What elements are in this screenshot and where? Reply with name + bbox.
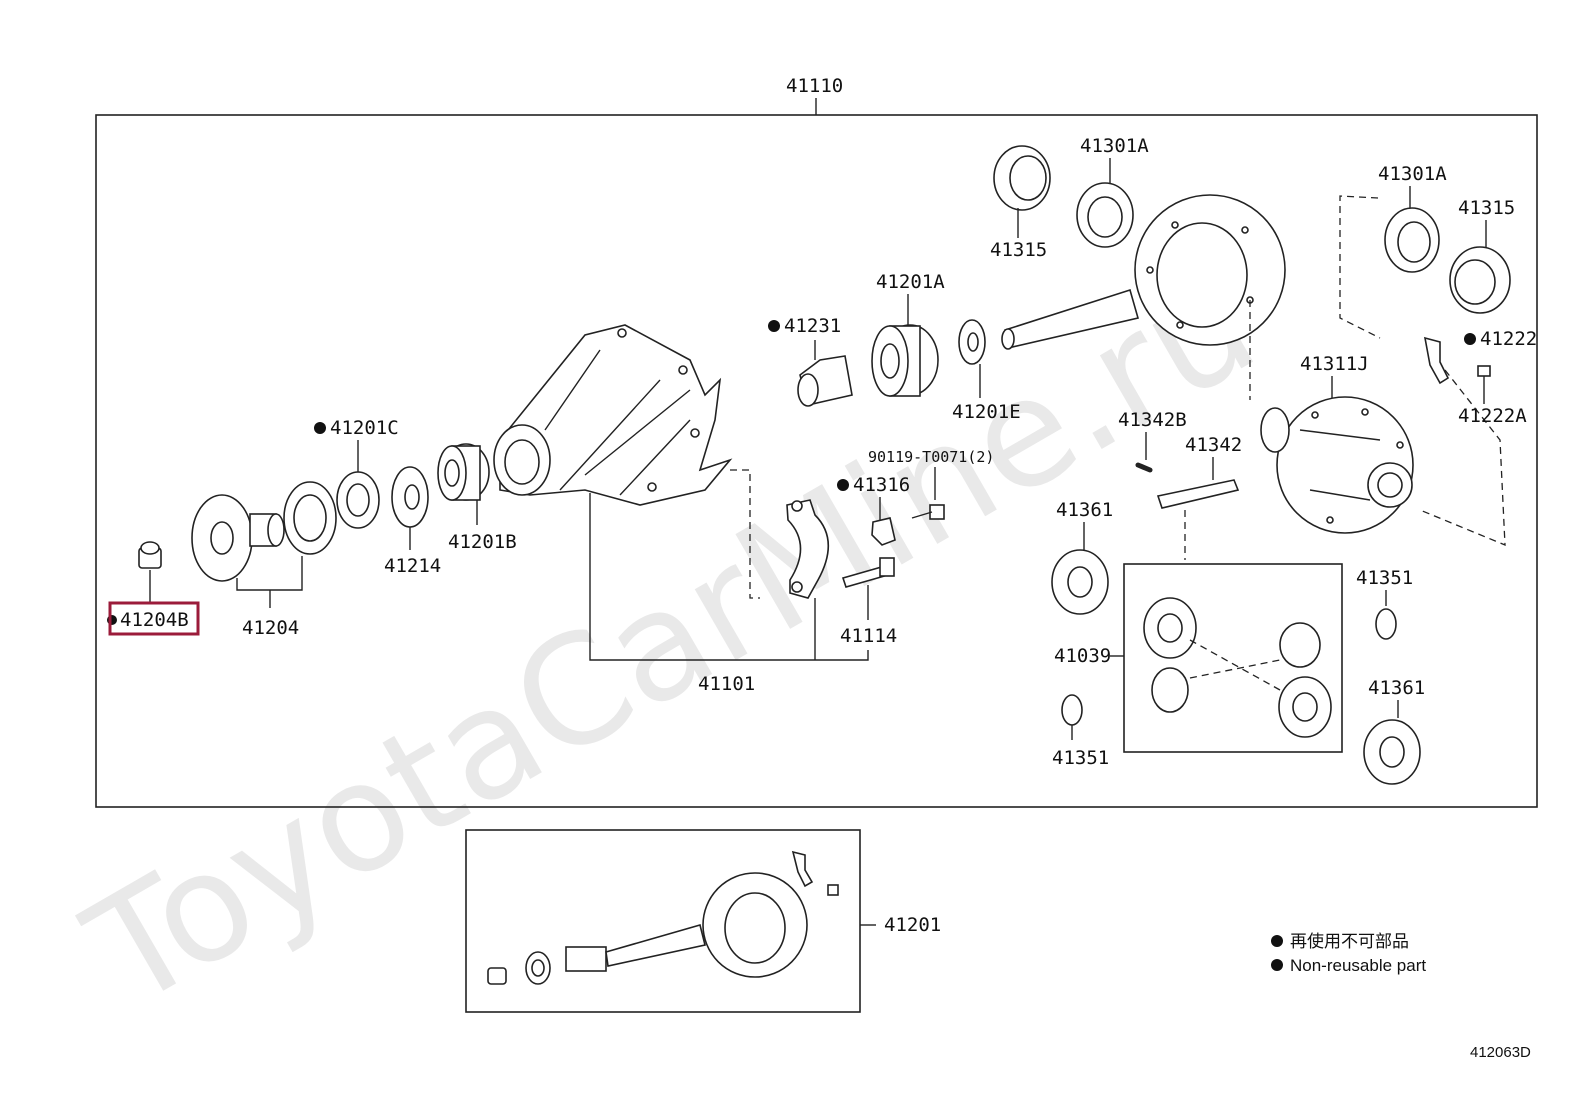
non-reusable-dot-41316 bbox=[837, 479, 849, 491]
bearing-41201A-part[interactable] bbox=[871, 324, 939, 397]
carrier-housing-41101-part[interactable] bbox=[493, 324, 733, 506]
gear-kit-frame bbox=[1123, 563, 1343, 753]
bearing-41301A-left-part[interactable] bbox=[1076, 182, 1134, 248]
non-reusable-dot-41222 bbox=[1464, 333, 1476, 345]
label-41204B[interactable]: 41204B bbox=[120, 609, 189, 631]
lock-plate-41316-part[interactable] bbox=[871, 517, 896, 546]
non-reusable-dot-41201C bbox=[314, 422, 326, 434]
clip-41222-part[interactable] bbox=[1423, 336, 1450, 385]
washer-41214-part[interactable] bbox=[391, 466, 429, 528]
flange-41204-part[interactable] bbox=[191, 494, 285, 582]
pinion-shaft-41342-part[interactable] bbox=[1156, 479, 1240, 509]
assembly-frame bbox=[95, 114, 1538, 808]
label-41351-right[interactable]: 41351 bbox=[1356, 567, 1413, 589]
ring-41315-right-part[interactable] bbox=[1449, 246, 1511, 314]
pin-41342B-part[interactable] bbox=[1135, 462, 1153, 473]
label-41110[interactable]: 41110 bbox=[786, 75, 843, 97]
ring-41315-left-part[interactable] bbox=[993, 145, 1051, 211]
non-reusable-dot-41231 bbox=[768, 320, 780, 332]
legend-non-reusable-en: Non-reusable part bbox=[1290, 956, 1426, 975]
label-41222[interactable]: 41222 bbox=[1480, 328, 1537, 350]
label-41214[interactable]: 41214 bbox=[384, 555, 441, 577]
label-41201E[interactable]: 41201E bbox=[952, 401, 1021, 423]
label-41342B[interactable]: 41342B bbox=[1118, 409, 1187, 431]
bearing-cap-41101-part[interactable] bbox=[786, 499, 830, 599]
label-41114[interactable]: 41114 bbox=[840, 625, 897, 647]
legend-dot-2 bbox=[1271, 959, 1283, 971]
label-41361-upper[interactable]: 41361 bbox=[1056, 499, 1113, 521]
bolt-41114-part[interactable] bbox=[841, 557, 895, 588]
label-41222A[interactable]: 41222A bbox=[1458, 405, 1527, 427]
oil-seal-41201C-part[interactable] bbox=[336, 471, 380, 529]
highlight-box-41204B bbox=[108, 601, 200, 636]
gear-kit-41201-part[interactable] bbox=[487, 850, 839, 985]
label-41316[interactable]: 41316 bbox=[853, 474, 910, 496]
label-41361-lower[interactable]: 41361 bbox=[1368, 677, 1425, 699]
ring-gear-pinion-part[interactable] bbox=[1001, 194, 1286, 350]
legend-dot-1 bbox=[1271, 935, 1283, 947]
label-41231[interactable]: 41231 bbox=[784, 315, 841, 337]
label-41351-left[interactable]: 41351 bbox=[1052, 747, 1109, 769]
label-41315-right[interactable]: 41315 bbox=[1458, 197, 1515, 219]
bearing-41301A-right-part[interactable] bbox=[1384, 207, 1440, 273]
washer-41201E-part[interactable] bbox=[958, 319, 986, 365]
seal-41204-part[interactable] bbox=[283, 481, 337, 555]
label-41301A-left[interactable]: 41301A bbox=[1080, 135, 1149, 157]
bolt-90119-part[interactable] bbox=[911, 504, 945, 520]
label-41039[interactable]: 41039 bbox=[1054, 645, 1111, 667]
subassembly-frame-41201 bbox=[465, 829, 861, 1013]
diff-case-41311J-part[interactable] bbox=[1260, 396, 1414, 534]
label-41301A-right[interactable]: 41301A bbox=[1378, 163, 1447, 185]
spacer-41231-part[interactable] bbox=[797, 355, 853, 407]
label-41204[interactable]: 41204 bbox=[242, 617, 299, 639]
diagram-code: 412063D bbox=[1470, 1044, 1531, 1061]
label-41201A[interactable]: 41201A bbox=[876, 271, 945, 293]
thrust-washer-41361-lower-part[interactable] bbox=[1363, 719, 1421, 785]
bolt-41222A-part[interactable] bbox=[1477, 365, 1491, 392]
label-41201C[interactable]: 41201C bbox=[330, 417, 399, 439]
thrust-washer-41361-upper-part[interactable] bbox=[1051, 549, 1109, 615]
label-41342[interactable]: 41342 bbox=[1185, 434, 1242, 456]
label-41311J[interactable]: 41311J bbox=[1300, 353, 1369, 375]
nut-41204B-part[interactable] bbox=[138, 541, 162, 569]
washer-41351-left-part[interactable] bbox=[1061, 694, 1083, 726]
gear-kit-41039-part[interactable] bbox=[1143, 597, 1332, 738]
bearing-41201B-part[interactable] bbox=[437, 443, 490, 501]
label-41315-left[interactable]: 41315 bbox=[990, 239, 1047, 261]
washer-41351-right-part[interactable] bbox=[1375, 608, 1397, 640]
label-41201[interactable]: 41201 bbox=[884, 914, 941, 936]
label-90119-T0071[interactable]: 90119-T0071(2) bbox=[868, 448, 994, 466]
label-41101[interactable]: 41101 bbox=[698, 673, 755, 695]
legend-non-reusable-jp: 再使用不可部品 bbox=[1290, 931, 1409, 951]
label-41201B[interactable]: 41201B bbox=[448, 531, 517, 553]
